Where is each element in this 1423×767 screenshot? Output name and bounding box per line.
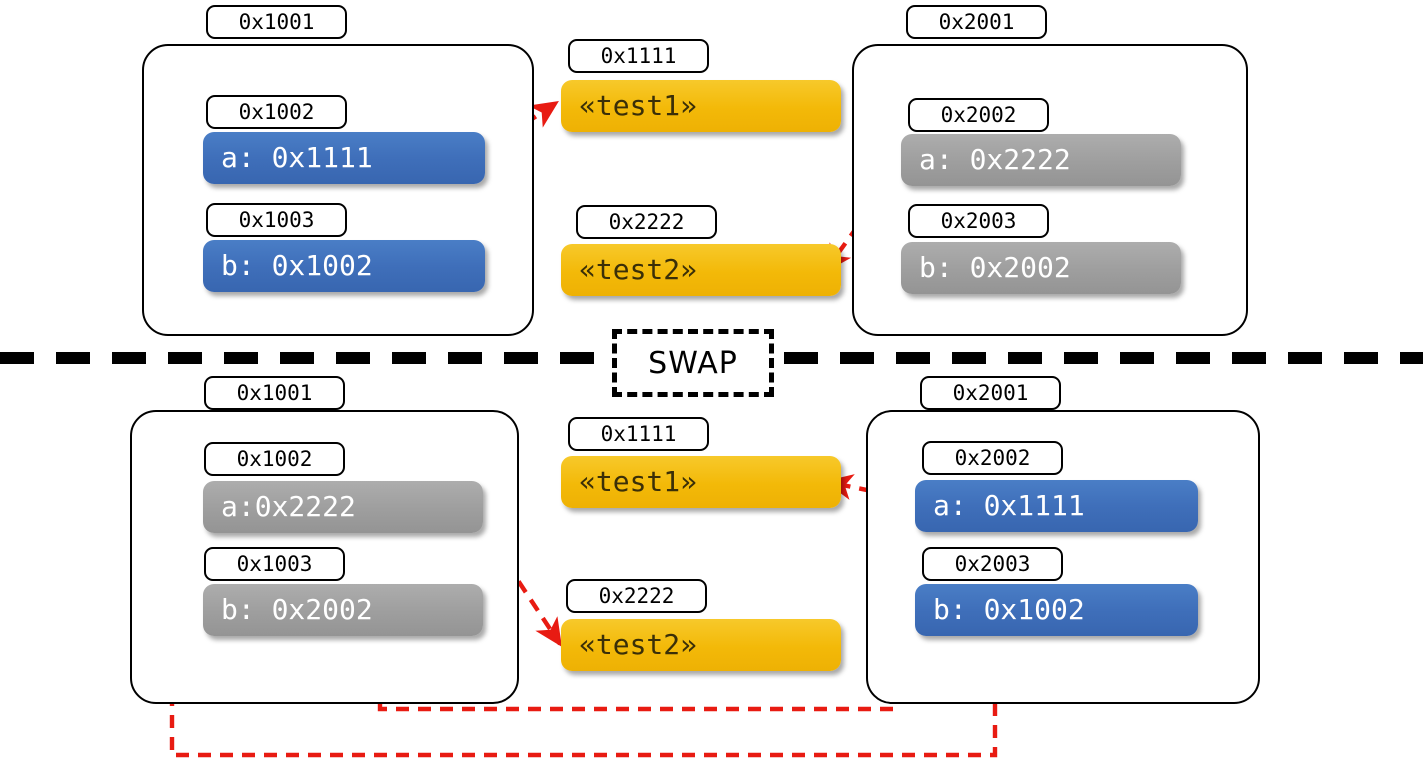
- after-right-frame-address: 0x2001: [920, 376, 1061, 410]
- after-string-0-address: 0x1111: [568, 417, 709, 451]
- before-string-0: «test1»: [561, 80, 841, 132]
- before-left-frame-address: 0x1001: [206, 5, 347, 39]
- after-right-slot-0: a: 0x1111: [915, 480, 1198, 532]
- before-right-frame-address: 0x2001: [906, 5, 1047, 39]
- before-string-1: «test2»: [561, 244, 841, 296]
- after-left-slot-1-address: 0x1003: [204, 547, 345, 581]
- after-left-slot-1: b: 0x2002: [203, 584, 483, 636]
- after-left-slot-0: a:0x2222: [203, 481, 483, 533]
- before-string-0-address: 0x1111: [568, 39, 709, 73]
- before-right-slot-1-address: 0x2003: [908, 204, 1049, 238]
- before-left-slot-0-address: 0x1002: [206, 95, 347, 129]
- after-left-frame-address: 0x1001: [204, 376, 345, 410]
- before-right-slot-1: b: 0x2002: [901, 242, 1181, 294]
- after-right-slot-1: b: 0x1002: [915, 584, 1198, 636]
- before-right-slot-0: a: 0x2222: [901, 134, 1181, 186]
- before-left-slot-1-address: 0x1003: [206, 203, 347, 237]
- after-left-slot-0-address: 0x1002: [204, 442, 345, 476]
- after-right-slot-0-address: 0x2002: [922, 441, 1063, 475]
- before-string-1-address: 0x2222: [576, 205, 717, 239]
- before-right-slot-0-address: 0x2002: [908, 98, 1049, 132]
- swap-label: SWAP: [648, 345, 738, 381]
- after-right-slot-1-address: 0x2003: [922, 547, 1063, 581]
- after-string-1: «test2»: [561, 619, 841, 671]
- after-string-0: «test1»: [561, 456, 841, 508]
- before-left-frame: [142, 44, 534, 336]
- before-left-slot-0: a: 0x1111: [203, 132, 485, 184]
- after-string-1-address: 0x2222: [566, 579, 707, 613]
- before-left-slot-1: b: 0x1002: [203, 240, 485, 292]
- swap-divider-badge: SWAP: [612, 329, 774, 397]
